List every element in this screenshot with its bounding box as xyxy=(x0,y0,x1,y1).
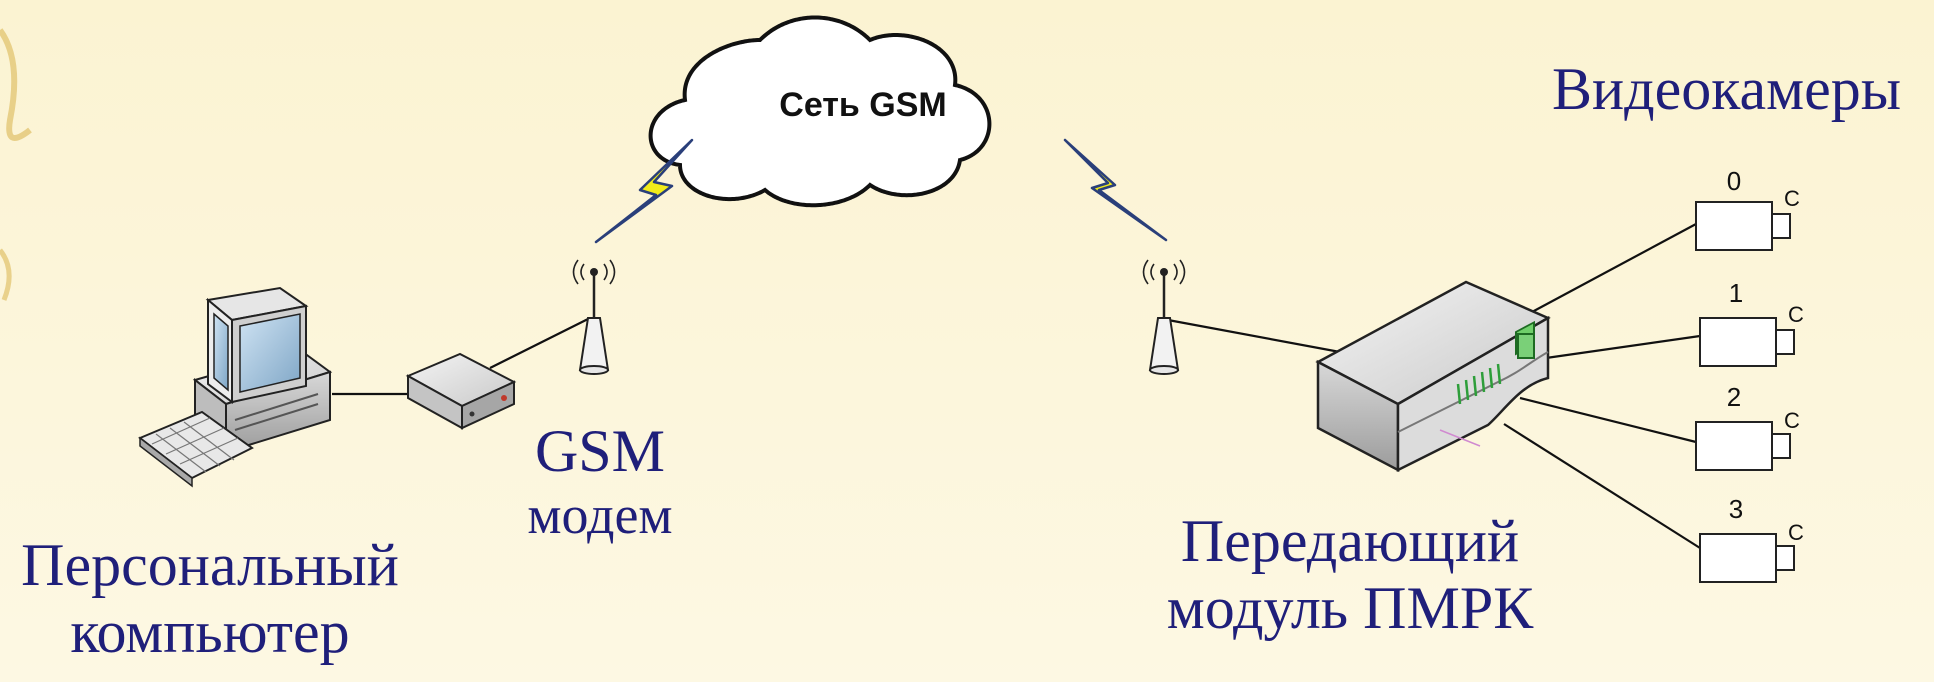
pc-label-line2: компьютер xyxy=(70,599,350,666)
antenna-icon xyxy=(1142,259,1186,375)
transmitter-to-camera-1-cable xyxy=(1545,334,1701,360)
antenna-icon xyxy=(572,259,616,375)
gsm-modem-label: GSM модем xyxy=(510,418,690,546)
indicator-leds xyxy=(1456,363,1502,405)
pc-label-line1: Персональный xyxy=(21,532,399,598)
antenna-to-transmitter-cable xyxy=(1167,318,1341,354)
transmitter-module-icon xyxy=(1315,280,1551,473)
camera-number: 3 xyxy=(1729,494,1743,524)
camera-number: 1 xyxy=(1729,278,1743,308)
decorative-ornament xyxy=(0,28,32,301)
camera-3: 3 C xyxy=(1699,494,1804,583)
camera-side-label: C xyxy=(1788,520,1804,545)
transmitter-label-line1: Передающий xyxy=(1180,508,1520,574)
camera-number: 0 xyxy=(1727,166,1741,196)
camera-1: 1 C xyxy=(1699,278,1804,367)
cloud-label: Сеть GSM xyxy=(779,86,946,124)
transmitter-label: Передающий модуль ПМРК xyxy=(1140,508,1560,642)
cameras-title: Видеокамеры xyxy=(1552,56,1902,122)
gsm-modem-label-line2: модем xyxy=(527,485,673,546)
gsm-modem-icon xyxy=(405,352,517,430)
camera-number: 2 xyxy=(1727,382,1741,412)
lightning-icon xyxy=(1063,138,1168,242)
connection-lines xyxy=(332,223,1701,549)
pc-label: Персональный компьютер xyxy=(0,532,420,666)
gsm-cloud: Сеть GSM xyxy=(648,15,992,208)
transmitter-to-camera-0-cable xyxy=(1531,223,1697,313)
camera-0: 0 C xyxy=(1695,166,1800,251)
modem-to-antenna-cable xyxy=(489,317,591,369)
camera-side-label: C xyxy=(1784,408,1800,433)
camera-side-label: C xyxy=(1784,186,1800,211)
personal-computer-icon xyxy=(138,286,333,488)
camera-side-label: C xyxy=(1788,302,1804,327)
transmitter-label-line2: модуль ПМРК xyxy=(1166,575,1534,642)
gsm-modem-label-line1: GSM xyxy=(534,418,666,484)
lightning-icon xyxy=(594,138,694,244)
transmitter-to-camera-3-cable xyxy=(1503,423,1701,549)
transmitter-to-camera-2-cable xyxy=(1519,396,1697,444)
camera-2: 2 C xyxy=(1695,382,1800,471)
